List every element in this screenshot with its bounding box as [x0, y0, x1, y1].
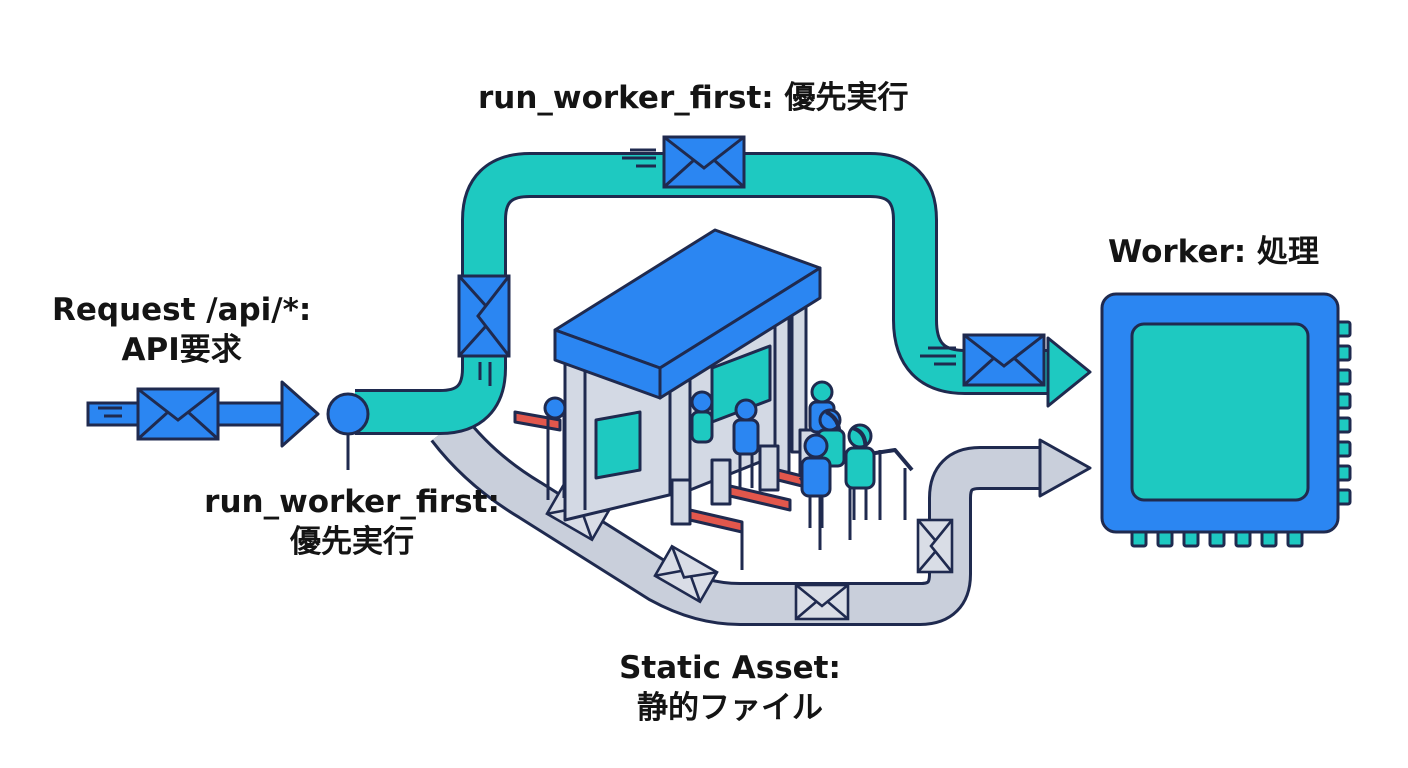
static-path-envelope-icon — [794, 583, 850, 621]
decision-label-line2: 優先実行 — [290, 524, 414, 560]
static-asset-label-line2: 静的ファイル — [637, 690, 823, 726]
toll-gate-icon — [513, 228, 914, 570]
motion-lines — [478, 148, 956, 386]
worker-first-path-label-text: run_worker_first: 優先実行 — [478, 80, 909, 116]
cpu-chip-icon — [1100, 292, 1352, 548]
worker-arrow-head — [1046, 336, 1092, 408]
worker-label-text: Worker: 処理 — [1108, 234, 1319, 270]
worker-path-envelope-icon — [962, 333, 1046, 387]
decision-label-line1: run_worker_first: — [204, 484, 500, 520]
request-label-line1: Request /api/*: — [52, 292, 312, 328]
person-icon — [690, 390, 714, 444]
static-arrow-head — [1038, 438, 1092, 498]
static-asset-path — [430, 414, 1092, 626]
worker-first-path-label: run_worker_first: 優先実行 — [478, 78, 908, 118]
worker-path-envelope-icon — [457, 274, 511, 358]
worker-first-path — [355, 152, 1092, 435]
request-label: Request /api/*: API要求 — [52, 290, 311, 370]
person-icon — [800, 433, 832, 528]
static-asset-label: Static Asset: 静的ファイル — [600, 648, 860, 728]
person-icon — [732, 398, 760, 488]
decision-label: run_worker_first: 優先実行 — [202, 482, 502, 562]
request-label-line2: API要求 — [121, 332, 242, 368]
static-path-envelope-icon — [916, 518, 954, 574]
static-asset-label-line1: Static Asset: — [619, 650, 841, 686]
person-icon — [844, 423, 876, 520]
worker-path-envelope-icon — [662, 135, 746, 189]
request-envelope-icon — [136, 387, 220, 441]
worker-label: Worker: 処理 — [1108, 232, 1319, 272]
router-node-icon — [326, 392, 370, 470]
